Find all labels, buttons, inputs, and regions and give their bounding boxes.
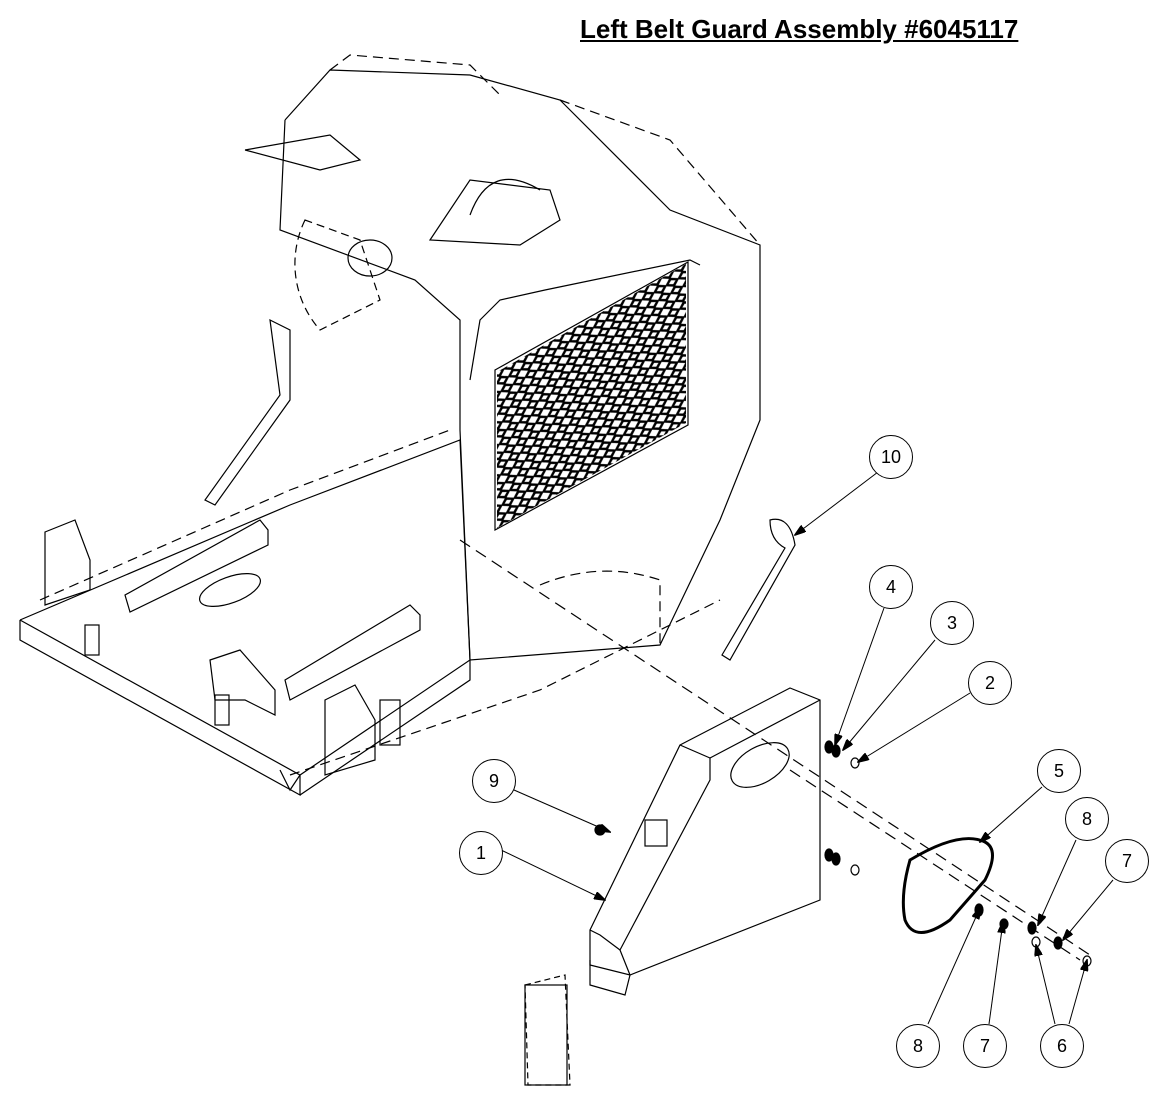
cover-plate-part [901, 837, 994, 934]
callout-label: 7 [1121, 850, 1132, 871]
callout-label: 3 [946, 612, 957, 633]
upper-body [204, 54, 761, 661]
callout-1: 1 [459, 831, 503, 875]
callout-10: 10 [869, 435, 913, 479]
callout-7a: 7 [1105, 839, 1149, 883]
callout-2: 2 [968, 661, 1012, 705]
callout-label: 2 [984, 672, 995, 693]
belt-guard-part [524, 687, 821, 1086]
callout-label: 8 [912, 1035, 923, 1056]
leader-lines [500, 471, 1114, 1025]
callout-5: 5 [1037, 749, 1081, 793]
callout-label: 7 [979, 1035, 990, 1056]
callout-label: 9 [488, 770, 499, 791]
callout-7b: 7 [963, 1024, 1007, 1068]
callout-8b: 8 [896, 1024, 940, 1068]
callout-label: 1 [475, 842, 486, 863]
callout-9: 9 [472, 759, 516, 803]
callout-label: 10 [880, 446, 902, 467]
callout-4: 4 [869, 565, 913, 609]
callout-label: 5 [1053, 760, 1064, 781]
mesh-grille [494, 260, 689, 532]
callout-label: 6 [1056, 1035, 1067, 1056]
callout-label: 8 [1081, 808, 1092, 829]
wrench-part [721, 518, 796, 661]
callout-6: 6 [1040, 1024, 1084, 1068]
callout-3: 3 [930, 601, 974, 645]
diagram-title: Left Belt Guard Assembly #6045117 [580, 14, 1019, 44]
chassis-frame [19, 429, 721, 797]
callout-label: 4 [885, 576, 896, 597]
callout-8a: 8 [1065, 797, 1109, 841]
